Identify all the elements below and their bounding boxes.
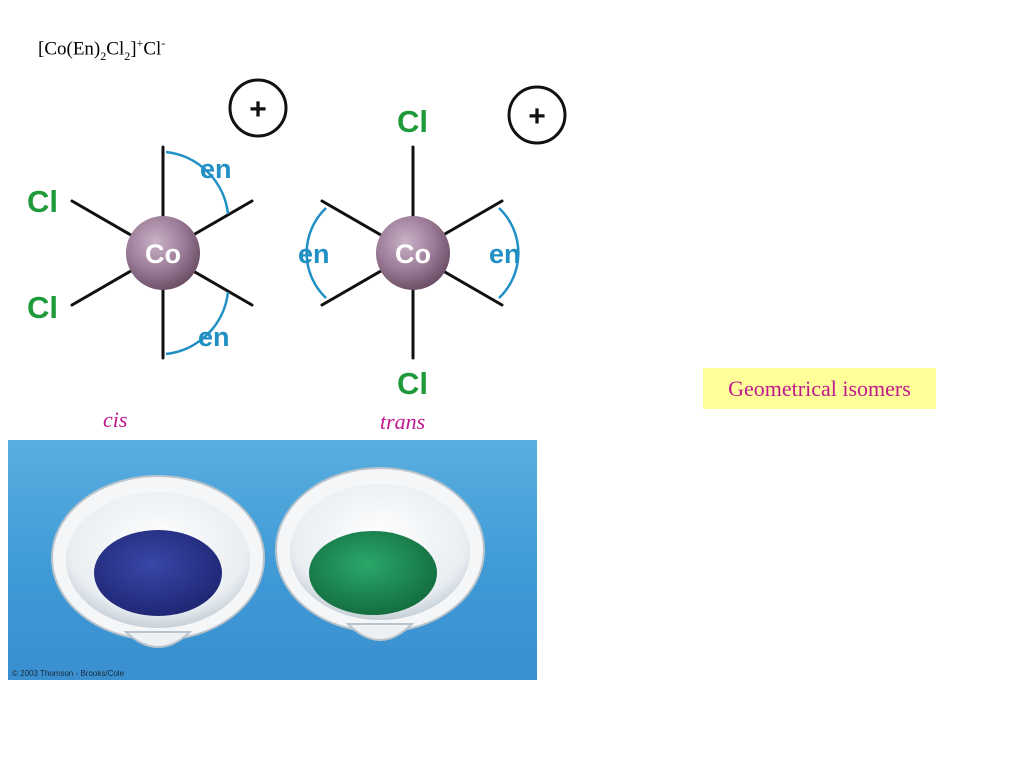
cis-en-arc-bottom: [165, 291, 230, 356]
trans-structure: + Co Cl Cl en en: [298, 85, 567, 401]
trans-en-arc-left: [305, 207, 327, 299]
trans-charge-circle: [507, 85, 567, 145]
formula-sup-1: +: [136, 36, 144, 50]
formula-sub-1: 2: [100, 49, 107, 64]
cis-en-bottom: en: [198, 322, 230, 352]
formula-sub-2: 2: [124, 49, 131, 64]
cis-cl-bottom: Cl: [27, 290, 58, 325]
formula-prefix: [Co(En): [38, 38, 101, 60]
trans-en-left: en: [298, 239, 330, 269]
cis-cobalt-atom: [126, 216, 200, 290]
cis-dish: [51, 475, 265, 648]
trans-en-right: en: [489, 239, 521, 269]
trans-dish: [275, 467, 485, 641]
cis-en-top: en: [200, 154, 232, 184]
trans-label: trans: [380, 409, 426, 434]
trans-charge: +: [528, 100, 546, 133]
cis-structure: + Co Cl Cl en en: [27, 78, 288, 360]
cis-charge-circle: [228, 78, 288, 138]
evaporating-dishes: [51, 467, 485, 648]
isomer-structures: + Co Cl Cl en en + Co Cl Cl en en: [27, 78, 567, 401]
trans-en-arc-right: [498, 207, 520, 299]
compound-photo: © 2003 Thomson - Brooks/Cole: [8, 440, 537, 680]
cis-charge: +: [249, 93, 267, 126]
trans-powder: [309, 531, 437, 615]
geometrical-isomers-tag: Geometrical isomers: [703, 368, 936, 409]
complex-formula: [Co(En)2Cl2]+Cl-: [38, 36, 165, 63]
trans-cl-top: Cl: [397, 104, 428, 139]
formula-mid: Cl: [106, 38, 125, 60]
photo-credit: © 2003 Thomson - Brooks/Cole: [12, 669, 125, 678]
cis-powder: [94, 530, 222, 616]
formula-close: ]: [130, 38, 137, 60]
cis-metal-label: Co: [145, 239, 181, 269]
formula-sup-2: -: [161, 36, 166, 50]
trans-metal-label: Co: [395, 239, 431, 269]
cis-cl-top: Cl: [27, 184, 58, 219]
cis-en-arc-top: [165, 150, 230, 215]
cis-label: cis: [103, 407, 128, 432]
trans-cl-bottom: Cl: [397, 366, 428, 401]
trans-cobalt-atom: [376, 216, 450, 290]
formula-anion: Cl: [143, 38, 162, 60]
